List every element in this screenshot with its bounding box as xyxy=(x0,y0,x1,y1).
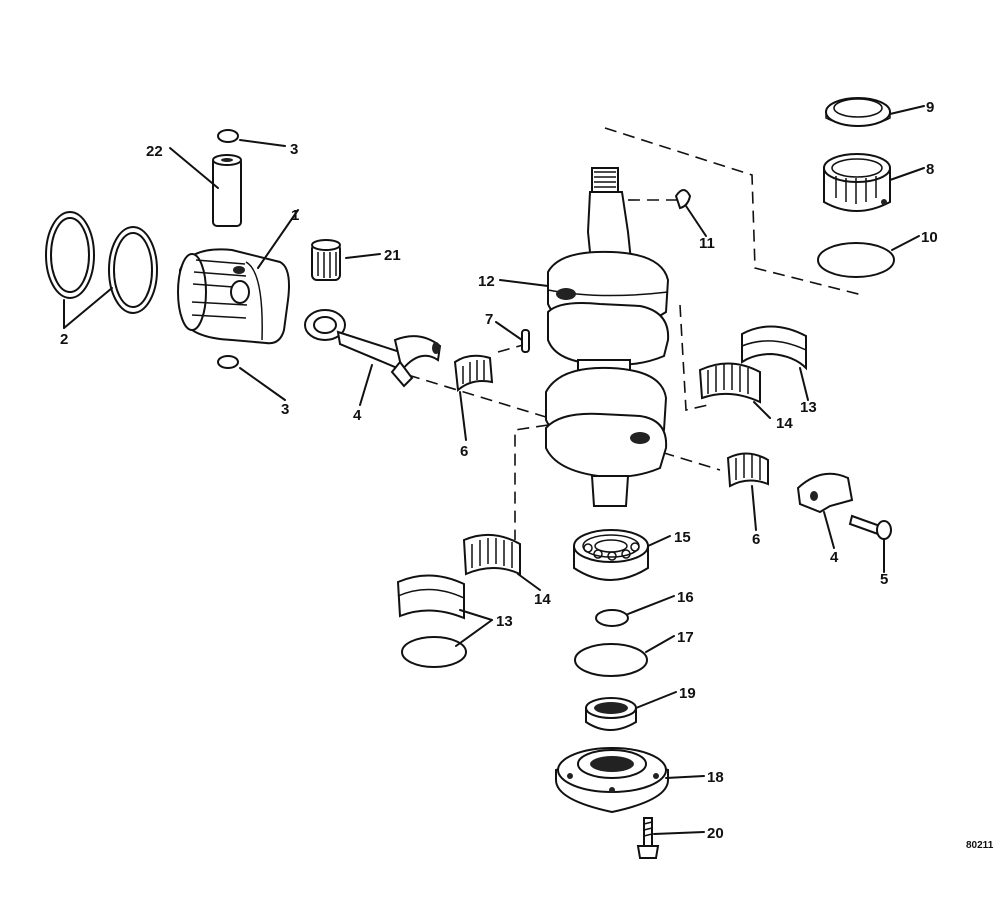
bearing-sleeve-left xyxy=(396,574,465,620)
rod-bearing-lower xyxy=(726,452,769,488)
callout-4-rod: 4 xyxy=(353,407,362,424)
piston-rings xyxy=(45,211,158,314)
bearing-race-ring xyxy=(825,97,891,127)
callout-1: 1 xyxy=(291,207,299,224)
wrist-pin xyxy=(212,154,242,227)
callout-10: 10 xyxy=(921,229,938,246)
bearing-housing xyxy=(555,747,669,814)
callout-7: 7 xyxy=(485,311,493,328)
retaining-ring-lower-left xyxy=(401,636,467,668)
retaining-ring-upper xyxy=(217,129,239,143)
needle-cage-right xyxy=(698,362,761,404)
figure-number: 80211 xyxy=(966,840,994,851)
callout-9: 9 xyxy=(926,99,934,116)
callout-18: 18 xyxy=(707,769,724,786)
rod-cap-screw xyxy=(848,514,892,540)
callout-22: 22 xyxy=(146,143,163,160)
callout-20: 20 xyxy=(707,825,724,842)
bearing-sleeve-right xyxy=(741,325,807,371)
main-needle-bearing xyxy=(823,153,891,212)
callout-19: 19 xyxy=(679,685,696,702)
rod-cap xyxy=(796,472,854,514)
crankshaft xyxy=(545,167,670,507)
needle-cage-left xyxy=(462,533,521,576)
callout-5: 5 xyxy=(880,571,888,588)
housing-screw xyxy=(636,817,660,859)
connecting-rod xyxy=(304,309,442,388)
callout-21: 21 xyxy=(384,247,401,264)
callout-4-cap: 4 xyxy=(830,549,839,566)
woodruff-key xyxy=(674,189,692,210)
callout-14-left: 14 xyxy=(534,591,551,608)
callout-6-lower: 6 xyxy=(752,531,760,548)
main-bearing-retaining-ring xyxy=(817,242,895,278)
callout-14-right: 14 xyxy=(776,415,793,432)
callout-15: 15 xyxy=(674,529,691,546)
dowel-pin xyxy=(521,329,530,353)
callout-8: 8 xyxy=(926,161,934,178)
callout-13-left: 13 xyxy=(496,613,513,630)
oil-seal xyxy=(585,697,637,731)
rod-bearing-upper xyxy=(453,354,494,392)
callout-13-right: 13 xyxy=(800,399,817,416)
retaining-ring-lower xyxy=(217,355,239,369)
callout-3-upper: 3 xyxy=(290,141,298,158)
callout-6-upper: 6 xyxy=(460,443,468,460)
callout-labels: 1 2 3 3 22 21 4 7 6 9 8 10 11 12 13 14 6… xyxy=(60,99,938,842)
callout-17: 17 xyxy=(677,629,694,646)
o-ring xyxy=(574,643,648,677)
small-retaining-ring xyxy=(595,609,629,627)
callout-16: 16 xyxy=(677,589,694,606)
callout-12: 12 xyxy=(478,273,495,290)
ball-bearing xyxy=(573,529,649,581)
callout-3-lower: 3 xyxy=(281,401,289,418)
needle-bearing-small xyxy=(311,239,341,281)
piston xyxy=(177,248,290,345)
callout-11: 11 xyxy=(699,235,715,252)
callout-2: 2 xyxy=(60,331,68,348)
leader-lines xyxy=(63,105,925,835)
